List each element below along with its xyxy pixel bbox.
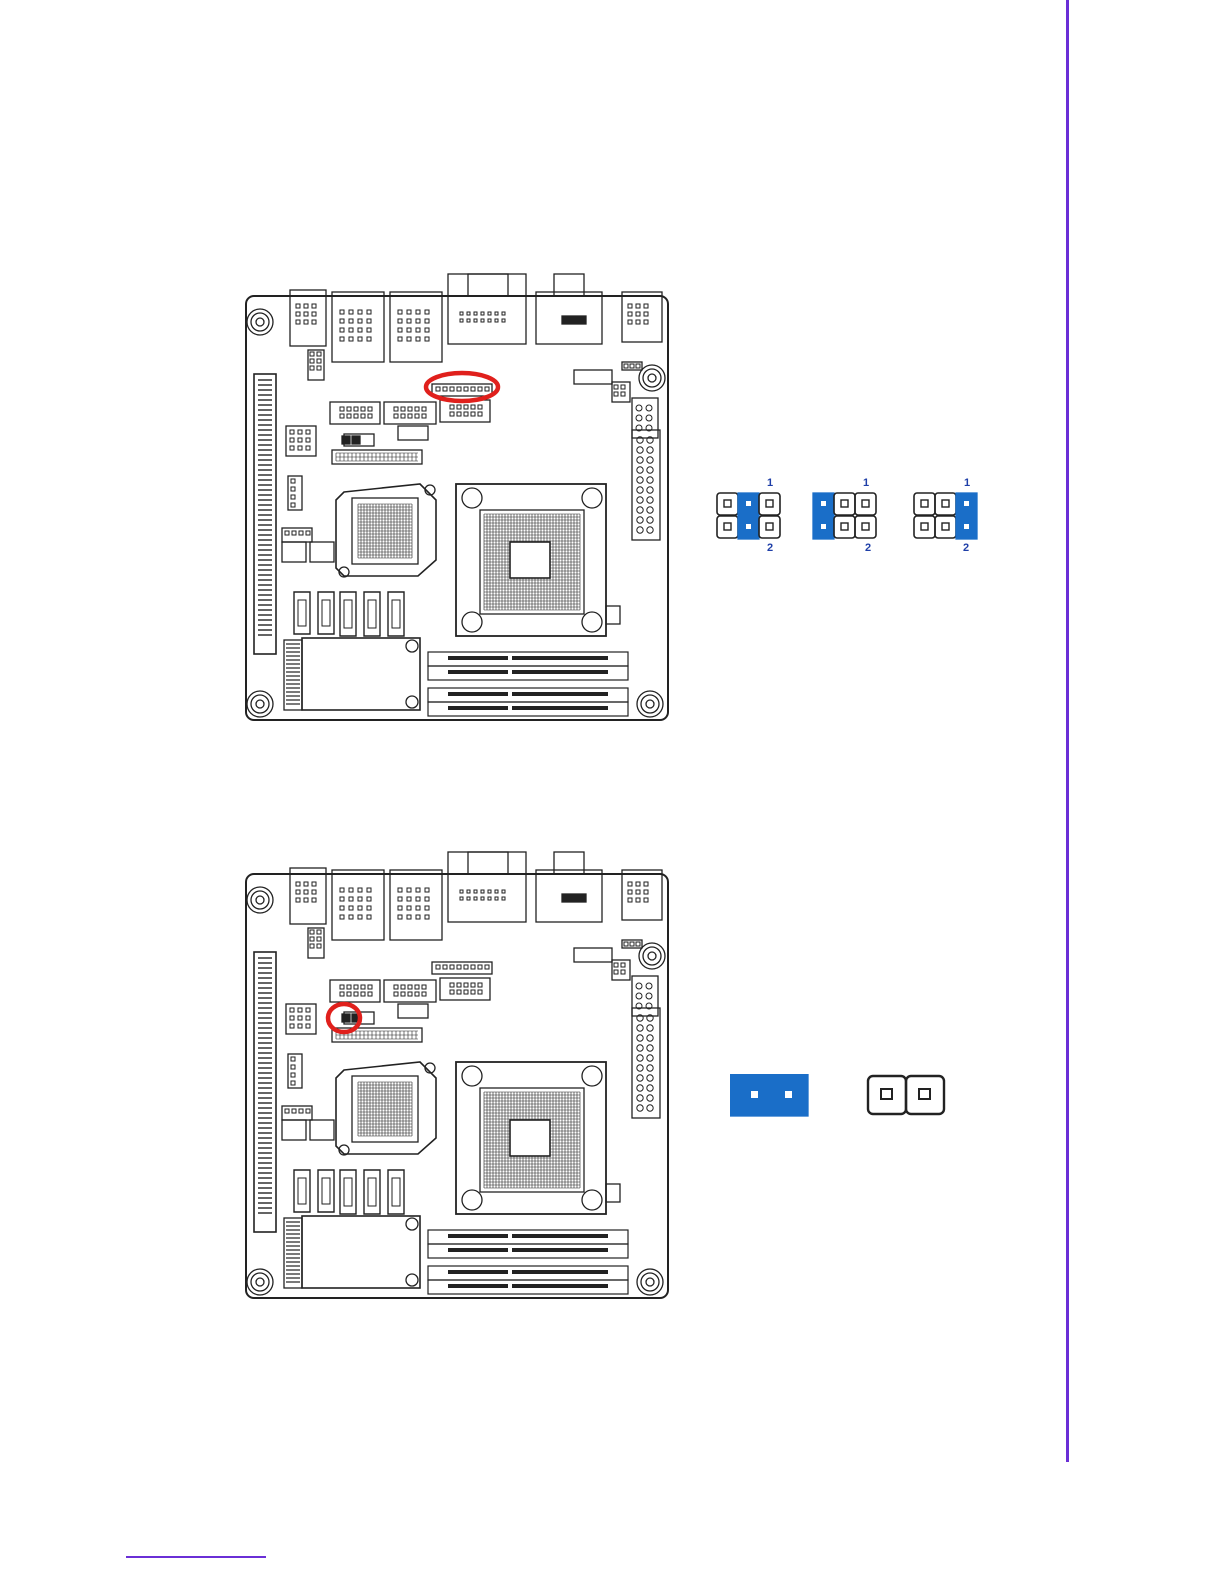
memory-slots — [428, 1230, 628, 1294]
pcie-slot-left — [254, 952, 276, 1232]
cpu-socket — [456, 484, 606, 636]
rear-io-connectors — [290, 852, 662, 958]
pin-label-bottom: 2 — [963, 542, 969, 554]
header-row — [432, 962, 492, 974]
usb-headers — [330, 978, 490, 1024]
small-headers-left — [282, 1004, 334, 1140]
rear-io-connectors — [290, 274, 662, 380]
sata-ports — [294, 592, 404, 636]
mounting-hole-icon — [637, 691, 663, 717]
jumper-2pin-closed — [730, 1074, 812, 1123]
header-row — [432, 384, 492, 396]
chipset-heatsink — [336, 484, 436, 577]
right-connectors — [574, 940, 660, 1118]
page-side-rule — [1066, 0, 1069, 1462]
mounting-hole-icon — [247, 1269, 273, 1295]
mounting-hole-icon — [637, 1269, 663, 1295]
small-header-right — [606, 1184, 620, 1202]
mounting-hole-icon — [247, 309, 273, 335]
pcie-slot-left — [254, 374, 276, 654]
jumper-2pin-open — [866, 1074, 948, 1123]
mounting-hole-icon — [639, 943, 665, 969]
mini-pcie-slot — [284, 1216, 420, 1288]
page-footer-rule — [126, 1556, 266, 1558]
memory-slots — [428, 652, 628, 716]
mounting-hole-icon — [247, 887, 273, 913]
mounting-hole-icon — [639, 365, 665, 391]
pin-label-top: 1 — [863, 477, 869, 489]
small-header-right — [606, 606, 620, 624]
sata-ports — [294, 1170, 404, 1214]
jumper-3x2-option-c: 1 2 — [913, 492, 979, 545]
pin-label-top: 1 — [767, 477, 773, 489]
pin-label-top: 1 — [964, 477, 970, 489]
pin-label-bottom: 2 — [865, 542, 871, 554]
cpu-socket — [456, 1062, 606, 1214]
chipset-heatsink — [336, 1062, 436, 1155]
motherboard-diagram-2 — [240, 848, 680, 1308]
usb-headers — [330, 400, 490, 446]
mini-pcie-slot — [284, 638, 420, 710]
right-connectors — [574, 362, 660, 540]
jumper-3x2-option-a: 1 2 — [716, 492, 782, 545]
small-headers-left — [282, 426, 334, 562]
pin-label-bottom: 2 — [767, 542, 773, 554]
mounting-hole-icon — [247, 691, 273, 717]
jumper-3x2-option-b: 1 2 — [812, 492, 878, 545]
motherboard-diagram-1 — [240, 270, 680, 730]
